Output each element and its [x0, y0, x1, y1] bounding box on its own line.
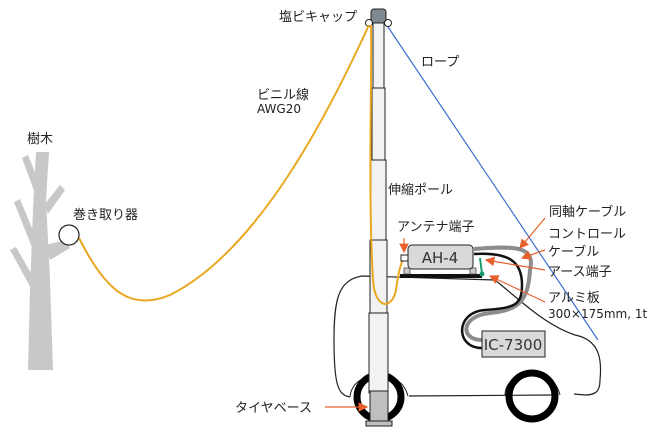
antenna-terminal — [400, 254, 409, 262]
winder — [58, 224, 80, 246]
coax-label: 同軸ケーブル — [549, 204, 626, 220]
tuner-foot-right — [469, 267, 477, 275]
rope-line — [385, 23, 599, 341]
vinyl-wire-label: ビニル線 — [257, 87, 309, 103]
earth-strap — [479, 257, 483, 275]
car-body — [333, 275, 602, 398]
rope-label: ロープ — [421, 55, 459, 70]
right-hook — [384, 19, 392, 27]
tire-base-plate — [365, 420, 393, 427]
pvc-cap — [370, 8, 387, 24]
antenna-terminal-label: アンテナ端子 — [397, 220, 474, 235]
tire-base-block — [369, 390, 389, 422]
control-cable-label-1: コントロール — [548, 227, 626, 242]
tuner-foot-left — [403, 267, 411, 275]
tree-label: 樹木 — [27, 132, 53, 147]
radio-label: IC-7300 — [484, 336, 542, 354]
tire-base-label: タイヤベース — [235, 401, 312, 416]
arrow-control — [520, 249, 546, 260]
callout-arrows — [325, 217, 546, 412]
radio-box — [481, 330, 546, 358]
tree — [10, 152, 70, 370]
pole-label: 伸縮ポール — [388, 182, 453, 198]
black-cable — [460, 252, 524, 350]
awg-label: AWG20 — [257, 102, 301, 116]
pvc-cap-label: 塩ビキャップ — [279, 10, 357, 25]
rear-wheel — [505, 369, 559, 423]
earth-terminal-label: アース端子 — [548, 265, 612, 280]
vinyl-wire-span — [78, 24, 370, 302]
arrow-coax — [519, 217, 546, 249]
arrow-earth — [484, 256, 546, 271]
winder-label: 巻き取り器 — [73, 208, 138, 223]
tuner-label: AH-4 — [422, 249, 459, 267]
gray-cable — [464, 245, 533, 342]
aluminum-plate-label: アルミ板 — [548, 291, 600, 306]
aluminum-plate — [400, 274, 482, 278]
earth-terminal-dot — [479, 271, 485, 277]
vinyl-wire-drop — [369, 24, 404, 305]
aluminum-spec-label: 300×175mm, 1t — [548, 307, 648, 321]
arrow-aluminum — [488, 275, 546, 303]
control-cable-label-2: ケーブル — [548, 244, 599, 260]
